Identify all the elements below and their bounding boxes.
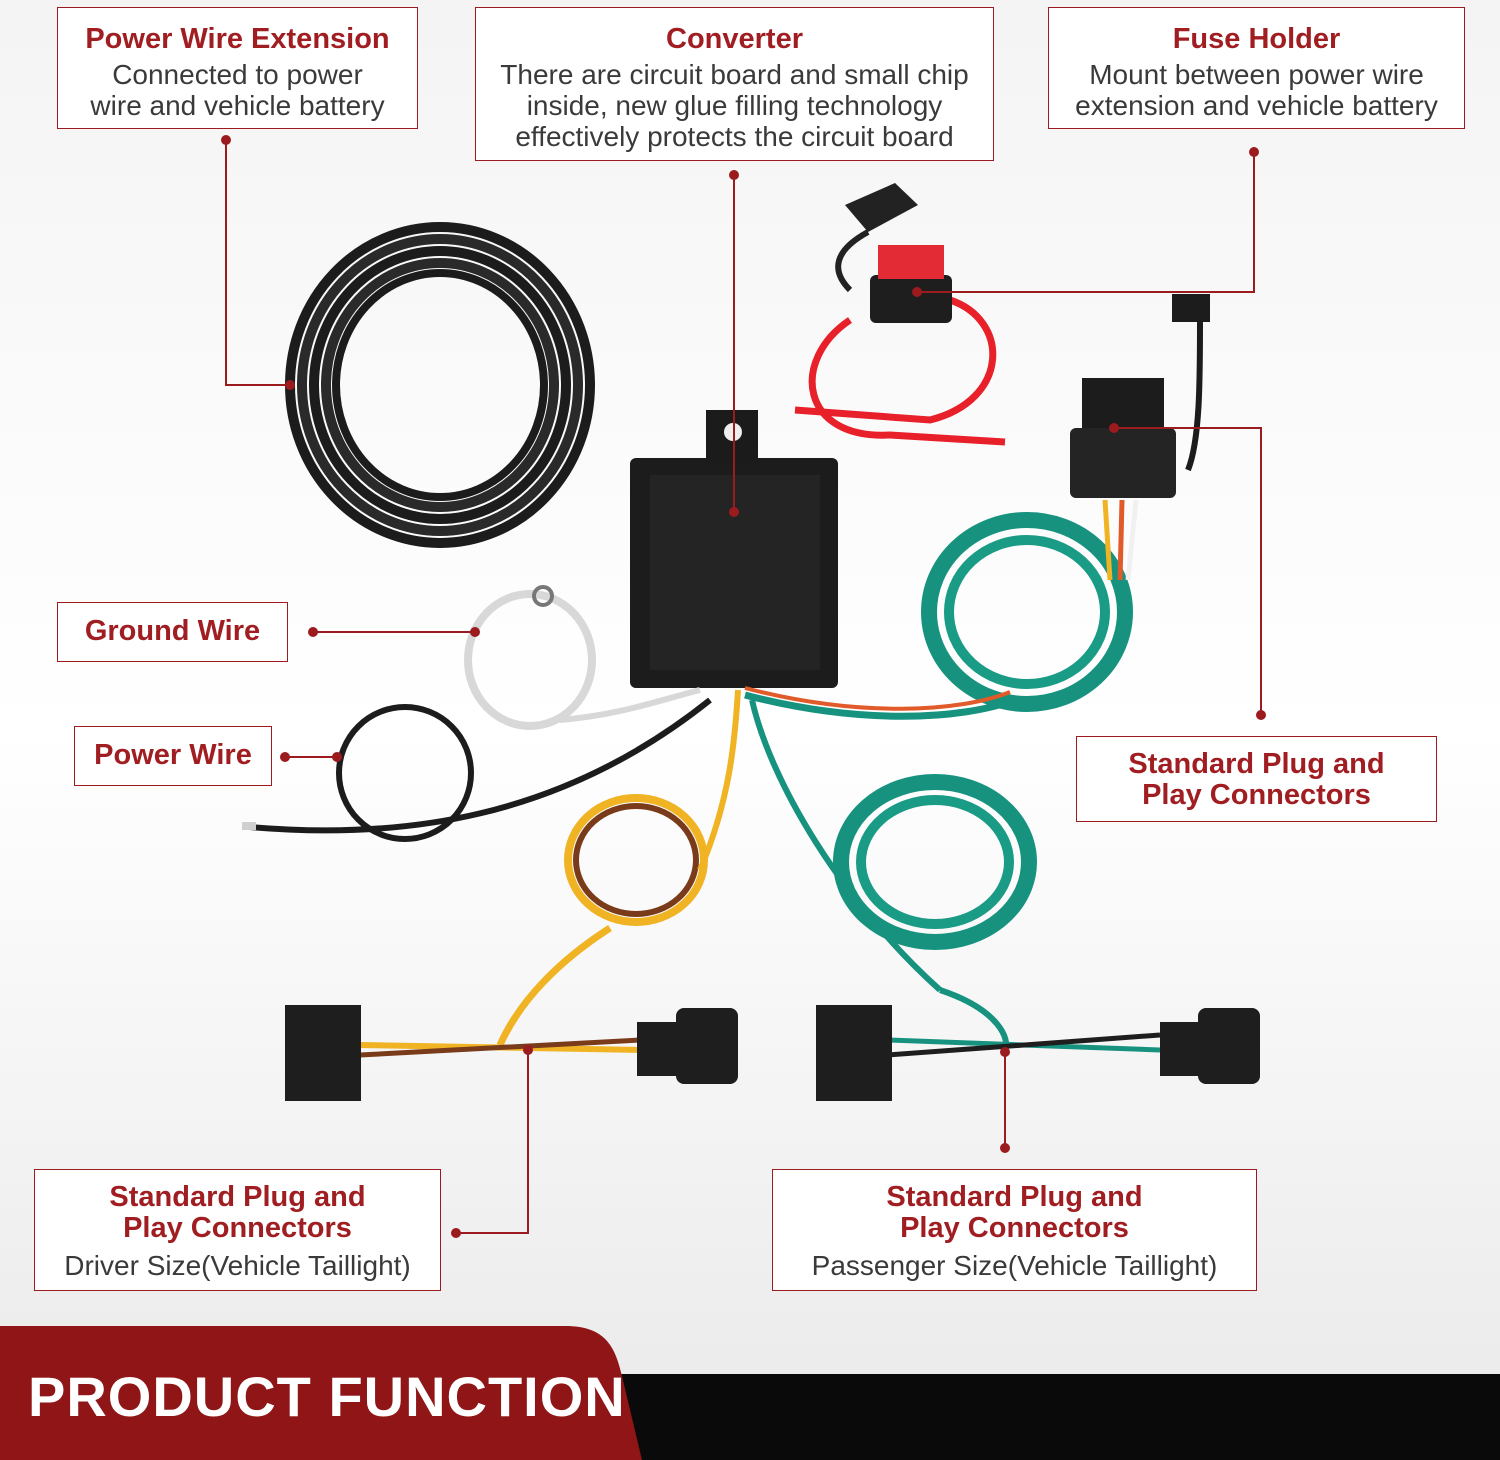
standard-plug-passenger-callout: Standard Plug and Play Connectors Passen… (772, 1169, 1257, 1291)
fuse-holder-desc: Mount between power wire extension and v… (1075, 59, 1438, 121)
standard-plug-top-assembly (744, 294, 1210, 720)
standard-plug-driver-callout: Standard Plug and Play Connectors Driver… (34, 1169, 441, 1291)
converter-desc: There are circuit board and small chip i… (500, 59, 969, 152)
converter-callout: Converter There are circuit board and sm… (475, 7, 994, 161)
product-function-banner (0, 1326, 1500, 1460)
power-wire-extension-desc: Connected to power wire and vehicle batt… (90, 59, 385, 121)
power-wire-extension-callout: Power Wire Extension Connected to power … (57, 7, 418, 129)
power-wire-title: Power Wire (94, 739, 252, 771)
power-wire-callout: Power Wire (74, 726, 272, 786)
fuse-holder (794, 183, 1006, 446)
standard-plug-driver-desc: Driver Size(Vehicle Taillight) (64, 1250, 411, 1281)
power-wire-extension-title: Power Wire Extension (85, 23, 390, 55)
driver-side-harness (285, 689, 741, 1101)
standard-plug-passenger-title: Standard Plug and Play Connectors (886, 1181, 1143, 1244)
standard-plug-top-callout: Standard Plug and Play Connectors (1076, 736, 1437, 822)
fuse-holder-callout: Fuse Holder Mount between power wire ext… (1048, 7, 1465, 129)
passenger-side-harness (749, 699, 1260, 1101)
standard-plug-passenger-desc: Passenger Size(Vehicle Taillight) (811, 1250, 1218, 1281)
ground-wire-callout: Ground Wire (57, 602, 288, 662)
fuse-holder-title: Fuse Holder (1172, 23, 1341, 55)
power-wire-extension-coil (285, 222, 595, 548)
standard-plug-top-title: Standard Plug and Play Connectors (1128, 748, 1385, 811)
product-function-title: PRODUCT FUNCTION (28, 1365, 626, 1428)
ground-wire (464, 585, 701, 730)
leader-lines (221, 135, 1266, 1238)
converter-title: Converter (666, 23, 803, 55)
standard-plug-driver-title: Standard Plug and Play Connectors (109, 1181, 366, 1244)
ground-wire-title: Ground Wire (84, 615, 261, 647)
power-wire (242, 697, 712, 842)
